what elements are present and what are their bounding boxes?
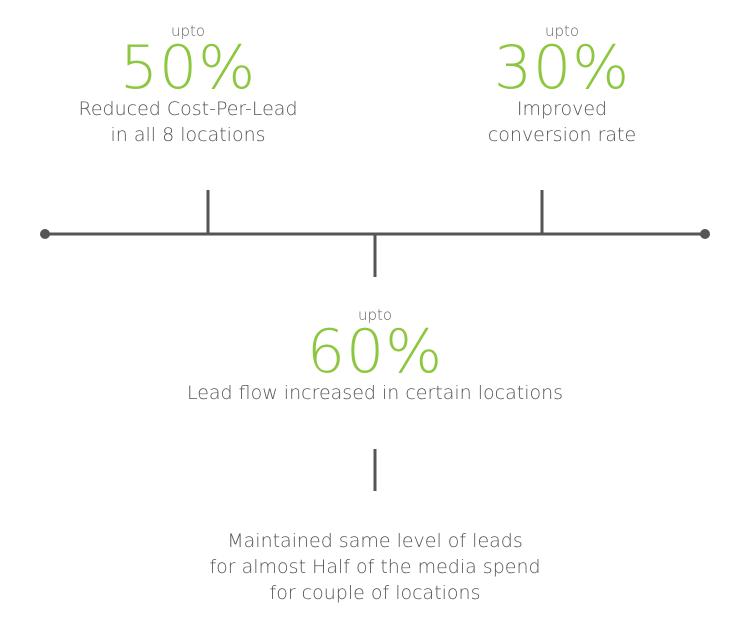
media-spend-note: Maintained same level of leads for almos…: [209, 528, 540, 606]
stat-prefix: upto: [357, 306, 393, 324]
stat-value: 60%: [306, 317, 444, 387]
stat-description-line1: Lead flow increased in certain locations: [186, 382, 564, 404]
stat-description-line1: Reduced Cost-Per-Lead: [78, 98, 298, 120]
stat-prefix: upto: [544, 22, 580, 40]
media-spend-note-line2: for almost Half of the media spend: [209, 556, 541, 578]
media-spend-note-line1: Maintained same level of leads: [227, 530, 523, 552]
timeline-start-dot: [40, 229, 50, 239]
timeline-end-dot: [700, 229, 710, 239]
stat-lead-flow: upto 60% Lead flow increased in certain …: [187, 306, 563, 406]
stat-description-line2: in all 8 locations: [110, 124, 266, 146]
stat-description-line2: conversion rate: [487, 124, 637, 146]
stat-conversion-rate: upto 30% Improved conversion rate: [488, 22, 636, 148]
stat-value: 30%: [493, 33, 631, 103]
stat-description-line1: Improved: [516, 98, 608, 120]
media-spend-note-line3: for couple of locations: [269, 582, 481, 604]
stat-value: 50%: [119, 33, 257, 103]
stat-prefix: upto: [170, 22, 206, 40]
stat-cost-per-lead: upto 50% Reduced Cost-Per-Lead in all 8 …: [78, 22, 297, 148]
